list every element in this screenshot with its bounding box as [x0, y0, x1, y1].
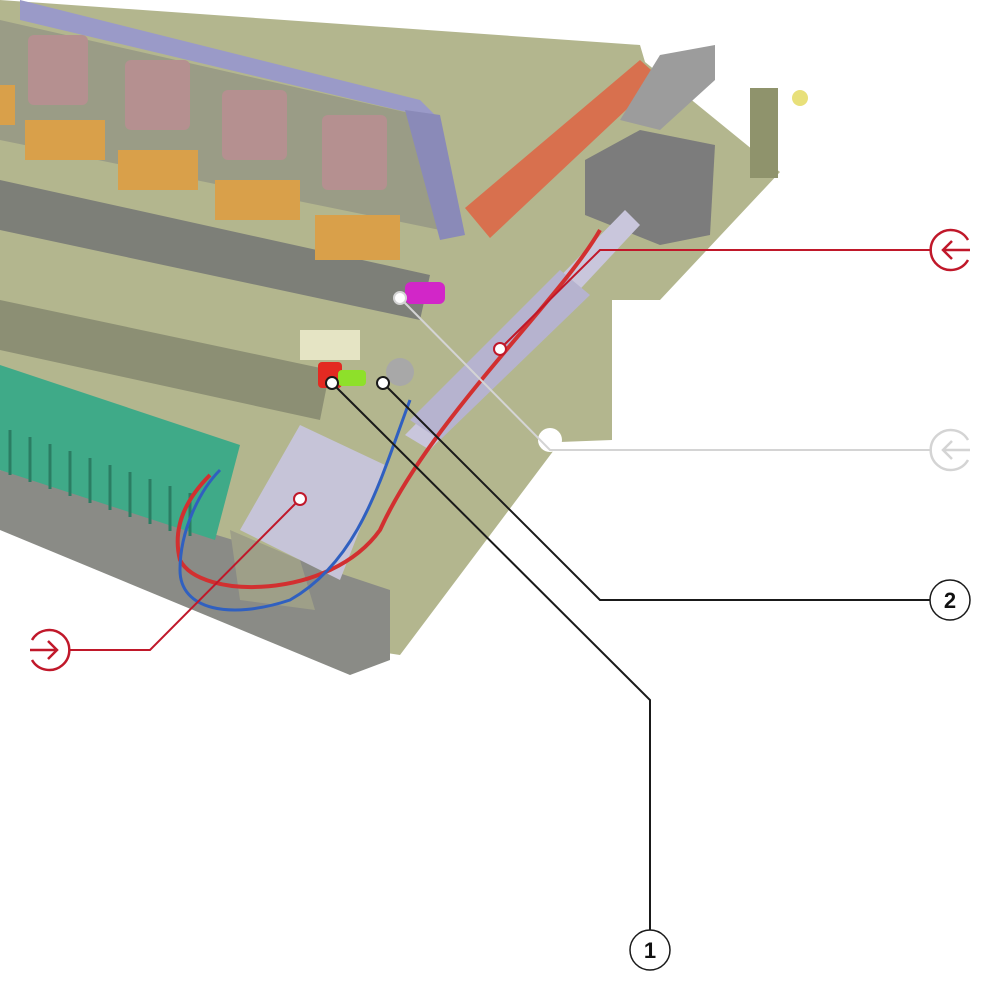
callout-badge [629, 929, 671, 971]
post [750, 88, 778, 178]
leader-line [399, 297, 930, 451]
callout-1[interactable]: 1 [325, 376, 671, 971]
anchor-dot [325, 376, 339, 390]
bracket-blue [405, 110, 465, 240]
grey-box [585, 130, 715, 245]
callout-in-middle[interactable] [393, 291, 970, 472]
callout-number: 2 [944, 588, 956, 613]
callout-number: 1 [644, 938, 656, 963]
heatsink [0, 365, 240, 540]
bottom-frame [0, 470, 390, 675]
plate-hole [538, 428, 562, 452]
leader-line [499, 249, 930, 350]
callout-in-left[interactable] [30, 492, 307, 672]
arrow-left-icon [929, 228, 970, 272]
arrow-right-icon [30, 628, 71, 672]
anchor-dot [393, 291, 407, 305]
magenta-sensor [405, 282, 445, 304]
cylinder-mount [230, 530, 315, 610]
middle-rail [0, 180, 430, 320]
orange-bar [465, 60, 660, 238]
grey-fitting [386, 358, 414, 386]
machine-render [0, 0, 808, 675]
callout-badge [929, 579, 971, 621]
callout-2[interactable]: 2 [376, 376, 971, 621]
green-fitting [338, 370, 366, 386]
anchor-dot [493, 342, 507, 356]
callout-in-top[interactable] [493, 228, 970, 356]
blue-cable [178, 399, 412, 612]
knob [792, 90, 808, 106]
anchor-dot [376, 376, 390, 390]
arrow-left-icon [929, 428, 970, 472]
clamp-block [620, 45, 715, 130]
light-bracket [300, 330, 360, 360]
pneumatic-cylinders [0, 35, 400, 260]
leader-line [70, 498, 301, 651]
leader-line [382, 382, 930, 601]
anchor-dot [293, 492, 307, 506]
top-rail [20, 0, 440, 120]
front-rail [0, 300, 330, 420]
red-cable [175, 229, 602, 589]
leader-line [331, 382, 651, 930]
